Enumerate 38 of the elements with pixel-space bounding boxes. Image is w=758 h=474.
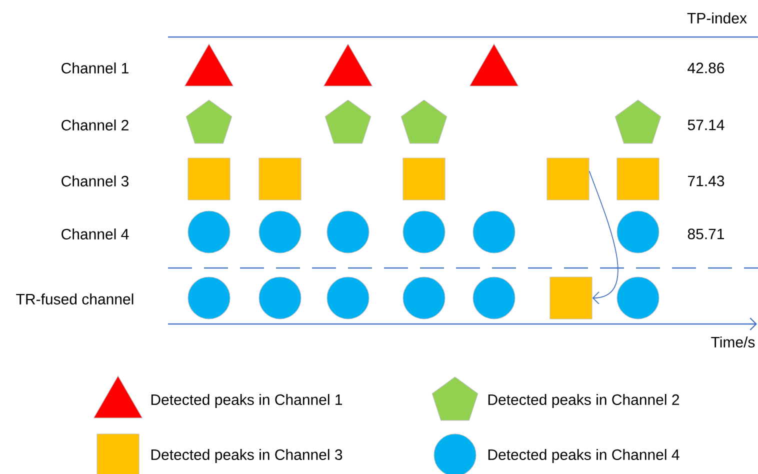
value-label: 42.86 [688,62,724,74]
value-label: 57.14 [688,120,724,130]
peak-marker [614,100,662,144]
peak-marker [400,100,448,144]
row-label: Channel 4 [62,228,129,240]
peak-marker [186,100,232,144]
peak-marker [188,276,230,320]
peak-marker [258,276,302,320]
arrow [588,170,618,304]
peak-marker [258,158,302,200]
peak-marker [402,158,446,200]
legend-text: Detected peaks in Channel 1 [151,394,342,408]
axis-label: TP-index [687,12,747,24]
legend-text: Detected peaks in Channel 4 [488,449,680,463]
peak-marker [324,100,372,144]
peak-marker [616,276,660,320]
row-label: Channel 1 [62,62,128,74]
peak-marker [188,158,230,200]
peak-marker [616,158,660,200]
peak-marker [188,210,230,254]
peak-marker [472,210,516,254]
peak-marker [326,276,370,320]
peak-marker [326,210,370,254]
legend-text: Detected peaks in Channel 3 [151,449,342,463]
value-label: 85.71 [688,228,724,240]
row-label: Channel 3 [62,175,129,186]
value-label: 71.43 [688,176,724,186]
row-label: TR-fused channel [16,293,134,304]
axis-label: Time/s [711,336,755,348]
peak-marker [258,210,302,254]
peak-marker [546,158,590,200]
peak-marker [402,276,446,320]
peak-marker [402,210,446,254]
peak-marker [616,210,660,254]
legend-text: Detected peaks in Channel 2 [488,394,680,408]
peak-marker [472,276,516,320]
peak-marker [550,276,592,320]
row-label: Channel 2 [62,119,128,130]
